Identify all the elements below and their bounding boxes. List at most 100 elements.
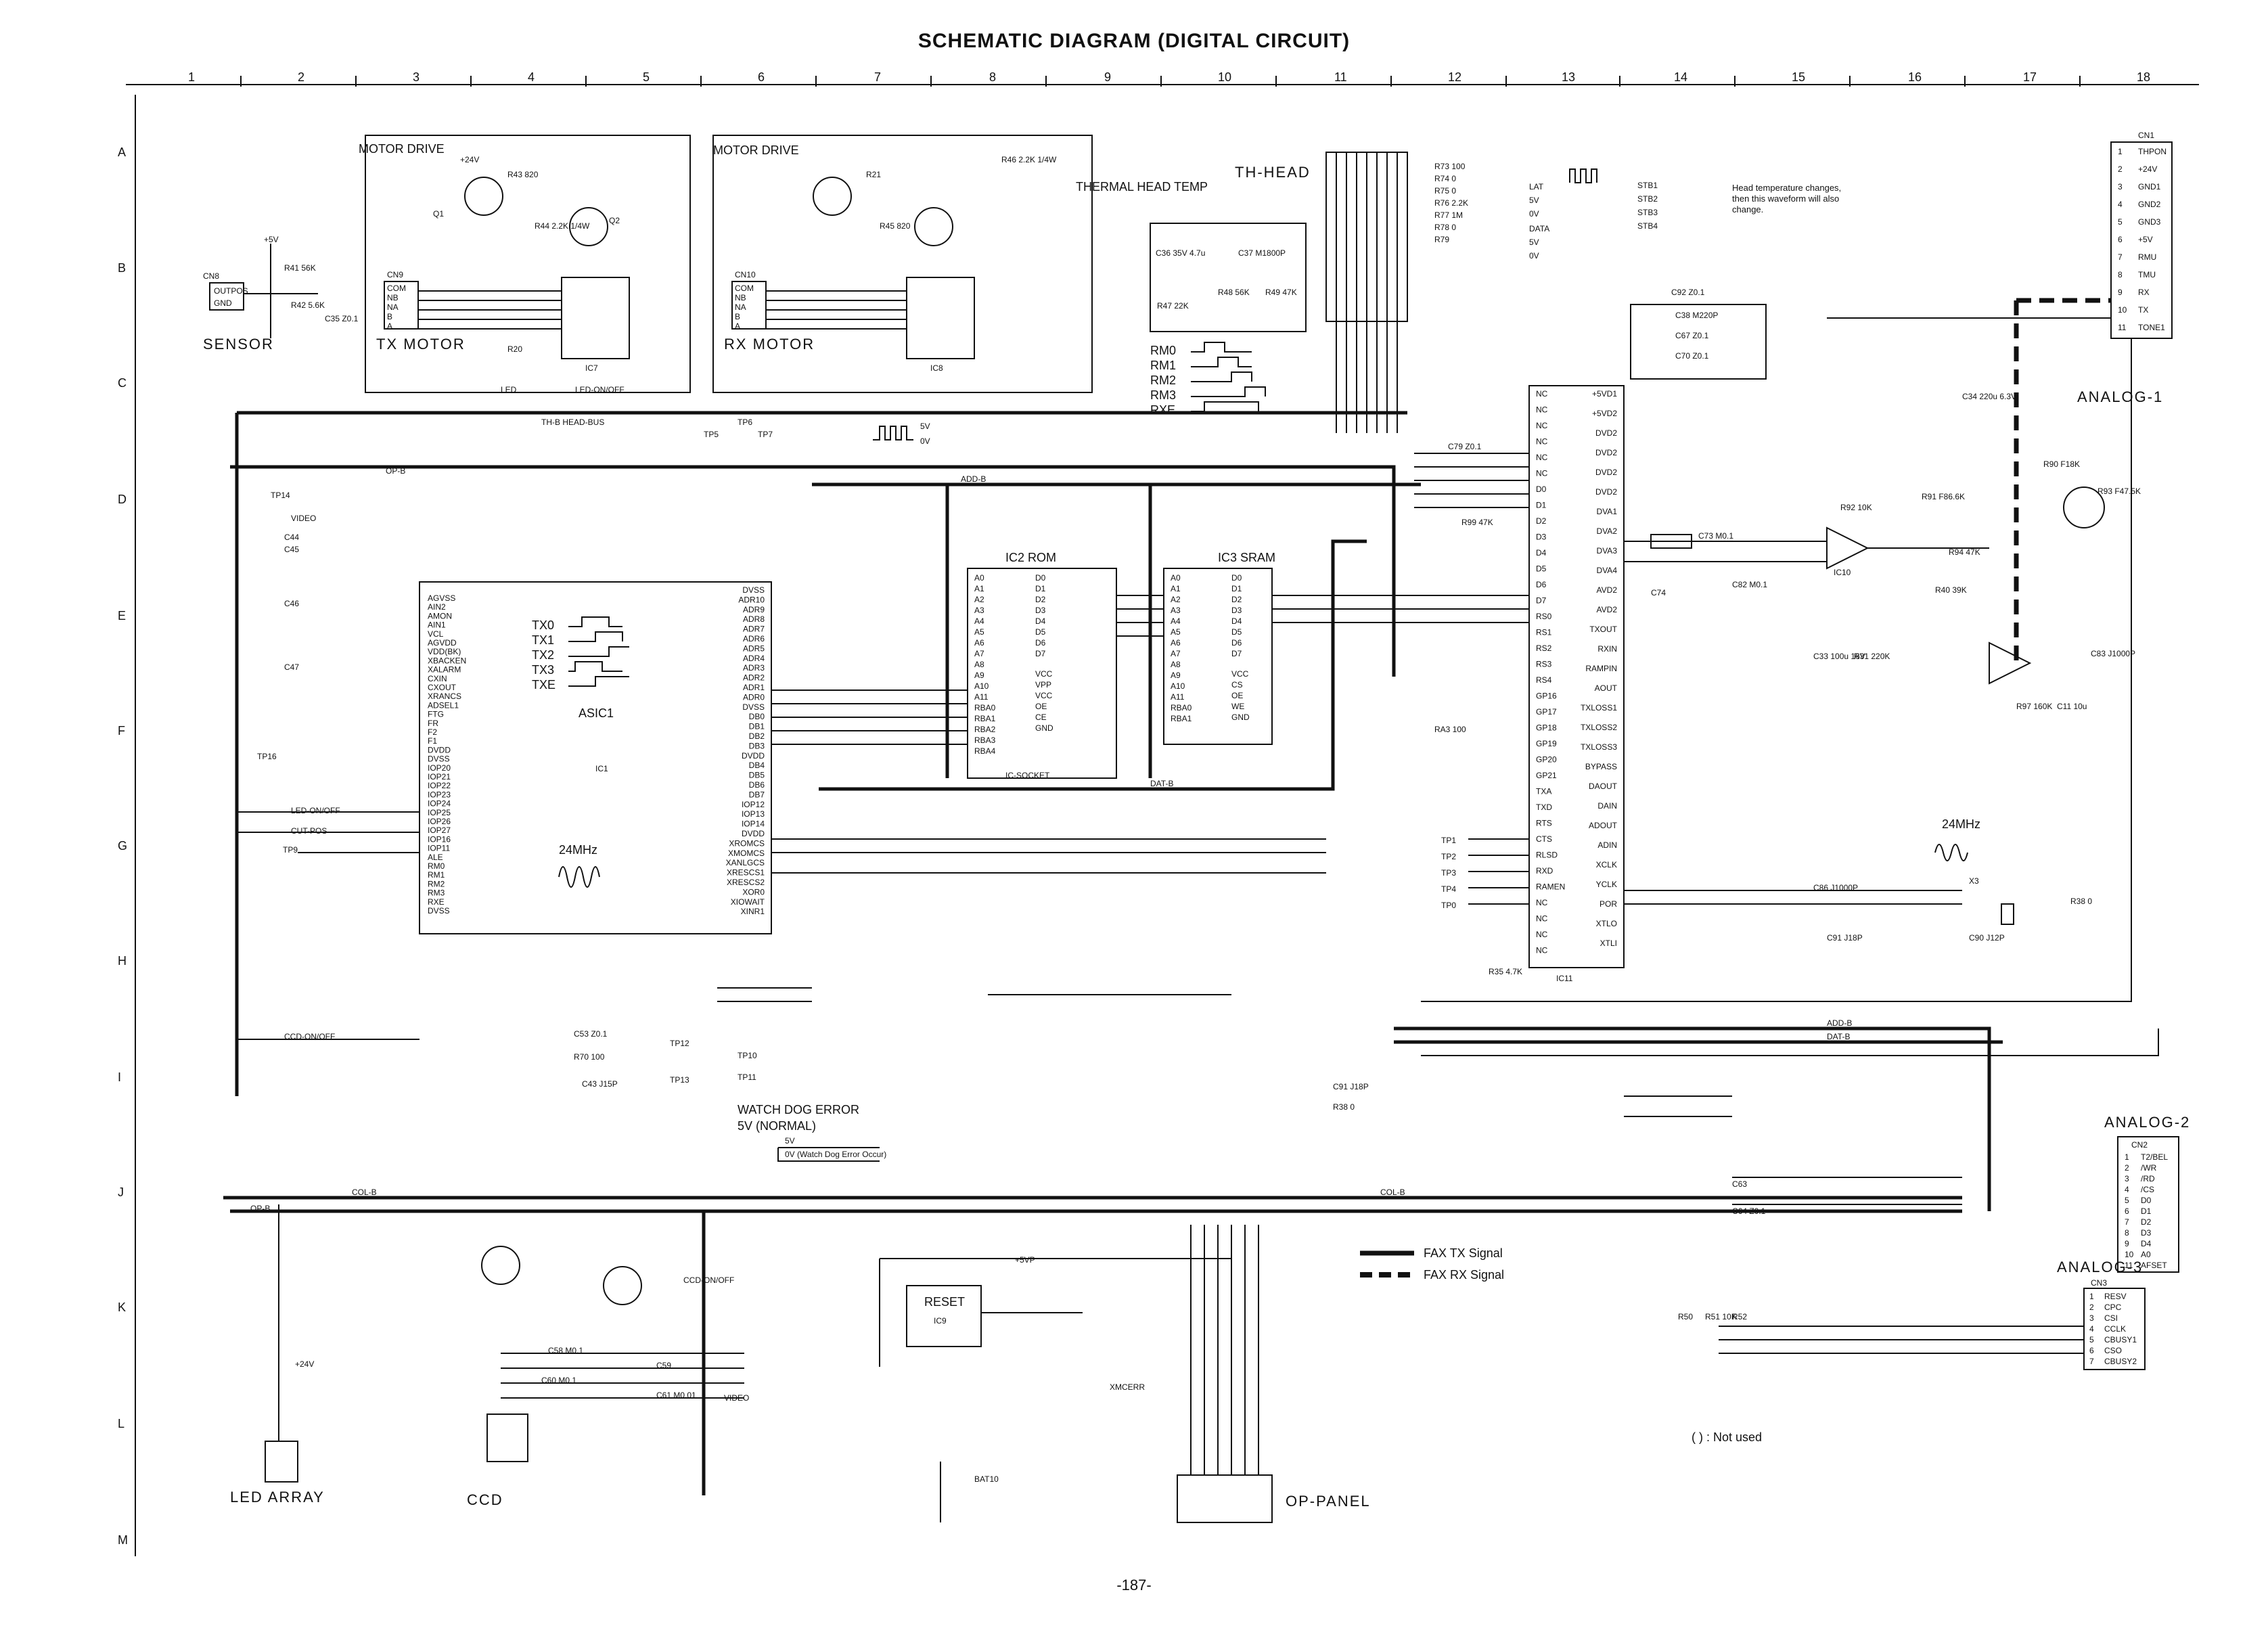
cn2-pin-number: 2 <box>2125 1163 2129 1173</box>
asic-pin-label: DVSS <box>742 702 765 712</box>
cn9-pin: A <box>387 321 392 331</box>
column-number: 10 <box>1218 70 1232 84</box>
row-letter: M <box>118 1533 128 1547</box>
left-signals: TP14 VIDEO TP16 LED-ON/OFF CUT-POS TP9 C… <box>237 491 419 1041</box>
cn9-pin: B <box>387 312 392 321</box>
asic-pin-label: F1 <box>428 736 437 746</box>
asic-pin-label: IOP25 <box>428 808 451 817</box>
reset-block: RESET IC9 +5VP XMCERR BAT10 <box>879 1255 1231 1522</box>
modem-pin-label: RXIN <box>1597 644 1617 654</box>
cn3-label: CN3 <box>2091 1278 2107 1288</box>
rom-chip <box>967 568 1117 779</box>
component-label: R35 4.7K <box>1489 967 1522 976</box>
component-label: C45 <box>284 545 299 554</box>
column-number: 15 <box>1792 70 1806 84</box>
component-label: R45 820 <box>880 221 911 231</box>
cn2-pin-signal: A0 <box>2141 1250 2151 1259</box>
row-letter: A <box>118 145 127 159</box>
asic-pin-label: DVDD <box>742 829 765 838</box>
cn3-pin-number: 1 <box>2089 1292 2094 1301</box>
transistor-symbol <box>914 207 953 246</box>
sram-address-pin: A10 <box>1171 681 1185 691</box>
sram-address-pin: RBA0 <box>1171 703 1192 713</box>
asic-pin-label: DB0 <box>749 712 765 721</box>
watch-dog-normal: 5V (NORMAL) <box>738 1119 816 1133</box>
component-label: C73 M0.1 <box>1698 531 1733 541</box>
cn2-pin-number: 6 <box>2125 1206 2129 1216</box>
asic-pin-label: AMON <box>428 611 452 620</box>
cn3-pin-signal: CSO <box>2104 1346 2122 1355</box>
component-label: R40 39K <box>1935 585 1967 595</box>
asic-pin-label: DB4 <box>749 761 765 770</box>
rm-waveforms <box>1191 342 1266 412</box>
modem-pin-label: GP19 <box>1536 739 1557 748</box>
cn3-pin-number: 3 <box>2089 1313 2094 1323</box>
bus-label: ADD-B <box>1827 1018 1852 1028</box>
cn1-pin-signal: TX <box>2138 305 2148 315</box>
tx-motor-frame <box>365 135 691 393</box>
asic-pin-label: AGVSS <box>428 593 455 603</box>
asic-pin-label: DB5 <box>749 771 765 780</box>
component-label: C91 J18P <box>1333 1082 1369 1091</box>
modem-pin-label: D5 <box>1536 564 1547 574</box>
clock-label: 24MHz <box>559 843 597 857</box>
component-label: R97 160K <box>2016 702 2052 711</box>
motor-drive-label: MOTOR DRIVE <box>359 142 445 156</box>
head-signal-label: LAT <box>1529 182 1544 191</box>
rom-control-pin: VPP <box>1035 680 1051 689</box>
rom-address-pin: A0 <box>974 573 984 583</box>
cn9-pin: NB <box>387 293 399 302</box>
cut-pos-label: CUT-POS <box>291 826 327 836</box>
component-label: R77 1M <box>1434 210 1463 220</box>
modem-pin-label: CTS <box>1536 834 1552 844</box>
asic-pin-label: ALE <box>428 853 443 862</box>
asic-pin-label: XMOMCS <box>728 849 765 858</box>
modem-pin-label: YCLK <box>1596 880 1617 889</box>
led-array-block: +24V LED ARRAY <box>230 1204 325 1506</box>
rom-address-pin: A1 <box>974 584 984 593</box>
cn3-pin-number: 7 <box>2089 1357 2094 1366</box>
asic-pin-label: IOP22 <box>428 781 451 790</box>
col-bus <box>223 1196 1962 1213</box>
analog-2-block: ANALOG-2 CN2 1234567891011T2/BEL/WR/RD/C… <box>1732 1114 2189 1273</box>
cn1-pin-number: 2 <box>2118 164 2123 174</box>
rom-control-pin: OE <box>1035 702 1047 711</box>
cn1-pin-number: 1 <box>2118 147 2123 156</box>
bus-label: DAT-B <box>1827 1032 1850 1041</box>
column-number: 3 <box>413 70 420 84</box>
asic-pin-label: IOP13 <box>742 809 765 819</box>
not-used-note: ( ) : Not used <box>1692 1430 1762 1444</box>
asic-pin-label: XRESCS2 <box>727 878 765 887</box>
op-amp-symbol <box>1989 641 2032 685</box>
ic-label: IC10 <box>1834 568 1851 577</box>
cn2-pin-signal: /CS <box>2141 1185 2154 1194</box>
component-label: R31 220K <box>1854 652 1890 661</box>
bus-trunk <box>702 1026 2003 1495</box>
asic-pin-label: XBACKEN <box>428 656 466 665</box>
modem-pin-label: NC <box>1536 453 1548 462</box>
modem-pin-label: GP21 <box>1536 771 1557 780</box>
modem-pin-label: RAMPIN <box>1585 664 1617 673</box>
led-on-off-label: LED-ON/OFF <box>291 806 340 815</box>
test-point-label: TP13 <box>670 1075 689 1085</box>
head-temp-note-text: Head temperature changes, then this wave… <box>1732 183 1842 214</box>
rom-address-pin: A2 <box>974 595 984 604</box>
asic-pin-label: IOP27 <box>428 826 451 835</box>
modem-pin-label: NC <box>1536 930 1548 939</box>
asic-pin-label: RXE <box>428 897 445 907</box>
component-label: R21 <box>866 170 881 179</box>
led-array-label: LED ARRAY <box>230 1489 325 1506</box>
cn2-pin-signal: /RD <box>2141 1174 2155 1183</box>
rom-label: IC2 ROM <box>1005 551 1056 564</box>
asic-pin-label: ADSEL1 <box>428 700 459 710</box>
rm-signal-label: RM1 <box>1150 359 1176 372</box>
modem-pin-label: NC <box>1536 469 1548 478</box>
modem-pin-label: DVA2 <box>1597 526 1618 536</box>
led-on-off-label: LED-ON/OFF <box>575 385 625 394</box>
component-label: R46 2.2K 1/4W <box>1001 155 1057 164</box>
modem-pin-label: AVD2 <box>1597 585 1618 595</box>
column-number: 9 <box>1104 70 1112 84</box>
bus-label: OP-B <box>386 466 405 476</box>
thermal-head-temp-label: THERMAL HEAD TEMP <box>1076 180 1208 194</box>
